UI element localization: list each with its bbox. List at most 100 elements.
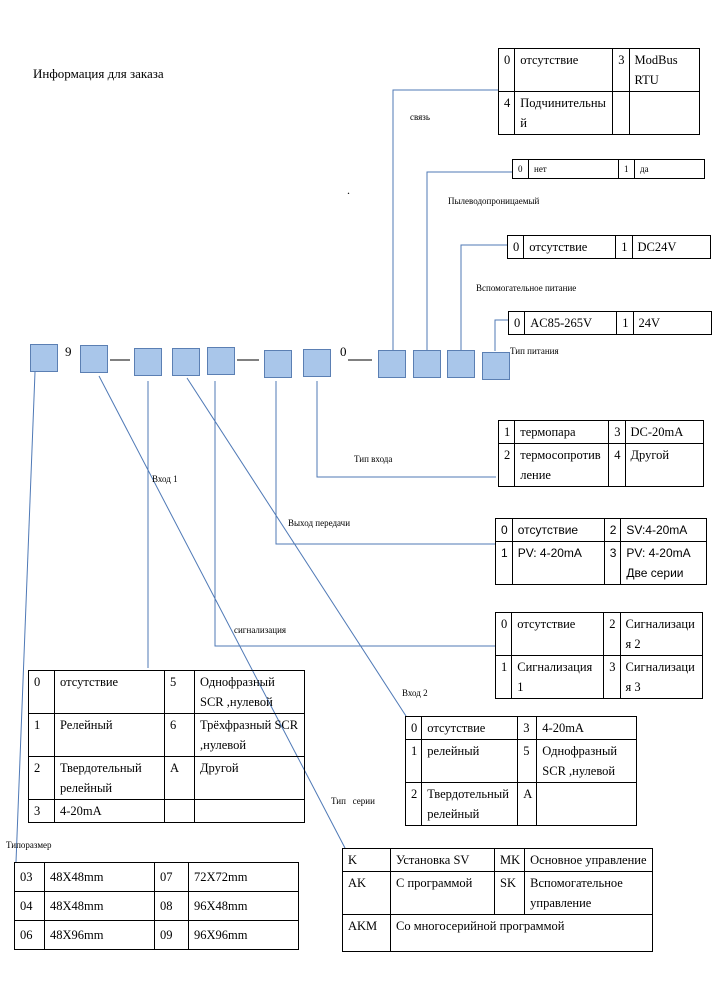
table-cell: 0 bbox=[495, 518, 513, 542]
table-cell: 96X48mm bbox=[188, 891, 299, 921]
table-cell: 4-20mA bbox=[54, 799, 165, 823]
table-dust: 0 нет 1 да bbox=[512, 159, 705, 179]
code-box-out1 bbox=[134, 348, 162, 376]
table-cell: 1 bbox=[495, 541, 513, 585]
table-row: 04 48X48mm 08 96X48mm bbox=[14, 891, 299, 921]
table-cell: 4-20mA bbox=[536, 716, 638, 740]
code-digit-9: 9 bbox=[65, 344, 72, 359]
table-cell: 0 bbox=[497, 48, 516, 92]
table-cell bbox=[194, 799, 305, 823]
table-cell: 4 bbox=[608, 443, 626, 487]
table-cell: 2 bbox=[603, 612, 621, 656]
code-box-out2 bbox=[172, 348, 200, 376]
table-cell: отсутствие bbox=[421, 716, 519, 740]
code-box-input bbox=[303, 349, 331, 377]
table-cell: 72X72mm bbox=[188, 862, 299, 892]
table-cell: 24V bbox=[632, 311, 712, 335]
line-alarm bbox=[214, 381, 495, 647]
table-row: AK С программой SK Вспомогательное управ… bbox=[342, 871, 654, 915]
line-comm bbox=[392, 89, 498, 351]
table-cell: Твердотельный релейный bbox=[54, 756, 165, 800]
label-transfer: Выход передачи bbox=[288, 518, 351, 528]
label-in2: Вход 2 bbox=[402, 688, 428, 698]
table-row: 1 релейный 5 Однофразный SCR ,нулевой bbox=[404, 739, 638, 783]
table-cell: отсутствие bbox=[511, 612, 605, 656]
label-power: Тип питания bbox=[510, 346, 559, 356]
table-cell: 0 bbox=[506, 235, 525, 259]
code-box-alarm bbox=[207, 347, 235, 375]
code-box-size bbox=[80, 345, 108, 373]
table-cell: Однофразный SCR ,нулевой bbox=[194, 670, 305, 714]
line-size bbox=[15, 371, 36, 863]
table-comm: 0 отсутствие 3 ModBus RTU 4 Подчинительн… bbox=[497, 48, 700, 135]
table-cell: 2 bbox=[404, 782, 423, 826]
table-cell: AK bbox=[342, 871, 391, 915]
table-cell: 2 bbox=[497, 443, 516, 487]
code-box-comm bbox=[378, 350, 406, 378]
line-dust bbox=[426, 171, 512, 351]
table-cell: 1 bbox=[494, 655, 513, 699]
table-cell: 1 bbox=[28, 713, 55, 757]
code-box-dust bbox=[413, 350, 441, 378]
table-cell: 0 bbox=[507, 311, 526, 335]
table-cell: Подчинительный bbox=[514, 91, 614, 135]
table-cell bbox=[628, 91, 700, 135]
table-cell: 2 bbox=[603, 518, 622, 542]
table-cell: DC-20mA bbox=[624, 420, 704, 444]
table-cell: отсутствие bbox=[511, 518, 605, 542]
table-row: 1 термопара 3 DC-20mA bbox=[497, 420, 704, 444]
table-cell: 3 bbox=[612, 48, 630, 92]
table-row: 0 AC85-265V 1 24V bbox=[507, 311, 712, 335]
table-cell: Установка SV bbox=[390, 848, 495, 872]
table-input: 1 термопара 3 DC-20mA 2 термосопротивлен… bbox=[497, 420, 704, 487]
table-cell: 1 bbox=[616, 311, 634, 335]
stray-dot: . bbox=[347, 183, 350, 197]
table-cell: 1 bbox=[618, 159, 635, 179]
table-cell: 3 bbox=[28, 799, 55, 823]
table-cell: термопара bbox=[514, 420, 610, 444]
table-row: 0 отсутствие 3 ModBus RTU bbox=[497, 48, 700, 92]
table-row: 03 48X48mm 07 72X72mm bbox=[14, 862, 299, 892]
line-transfer bbox=[275, 381, 495, 545]
label-aux: Вспомогательное питание bbox=[476, 283, 577, 293]
table-cell: Релейный bbox=[54, 713, 165, 757]
label-alarm: сигнализация bbox=[234, 625, 287, 635]
table-out1: 0 отсутствие 5 Однофразный SCR ,нулевой … bbox=[28, 670, 305, 823]
table-series: K Установка SV MK Основное управление AK… bbox=[342, 848, 654, 952]
table-cell: 3 bbox=[603, 655, 621, 699]
table-aux: 0 отсутствие 1 DC24V bbox=[506, 235, 711, 259]
table-cell: Другой bbox=[624, 443, 704, 487]
table-cell: ModBus RTU bbox=[628, 48, 700, 92]
table-cell: отсутствие bbox=[54, 670, 165, 714]
table-cell bbox=[612, 91, 630, 135]
label-in1: Вход 1 bbox=[152, 474, 178, 484]
table-cell: 07 bbox=[154, 862, 189, 892]
table-size: 03 48X48mm 07 72X72mm 04 48X48mm 08 96X4… bbox=[14, 862, 299, 950]
table-cell: 0 bbox=[494, 612, 513, 656]
table-cell: 48X96mm bbox=[44, 920, 155, 950]
label-svyaz: связь bbox=[410, 112, 430, 122]
table-out2: 0 отсутствие 3 4-20mA 1 релейный 5 Одноф… bbox=[404, 716, 638, 826]
table-cell: A bbox=[517, 782, 538, 826]
table-cell: 5 bbox=[164, 670, 195, 714]
table-cell: 06 bbox=[14, 920, 45, 950]
code-box-power bbox=[482, 352, 510, 380]
label-series: Тип серии bbox=[331, 796, 375, 806]
table-cell: отсутствие bbox=[523, 235, 617, 259]
table-cell: 0 bbox=[404, 716, 423, 740]
table-row: 06 48X96mm 09 96X96mm bbox=[14, 920, 299, 950]
table-cell: K bbox=[342, 848, 391, 872]
table-cell: Другой bbox=[194, 756, 305, 800]
table-cell bbox=[164, 799, 195, 823]
table-cell: SV:4-20mA bbox=[620, 518, 708, 542]
code-box-transfer bbox=[264, 350, 292, 378]
code-box-aux bbox=[447, 350, 475, 378]
code-digit-0: 0 bbox=[340, 344, 347, 359]
table-cell: Твердотельный релейный bbox=[421, 782, 519, 826]
table-cell: 0 bbox=[28, 670, 55, 714]
table-row: 0 отсутствие 2 SV:4-20mA bbox=[495, 518, 708, 542]
table-cell: 6 bbox=[164, 713, 195, 757]
table-cell: Однофразный SCR ,нулевой bbox=[536, 739, 638, 783]
label-dust: Пылеводопроницаемый bbox=[448, 196, 540, 206]
